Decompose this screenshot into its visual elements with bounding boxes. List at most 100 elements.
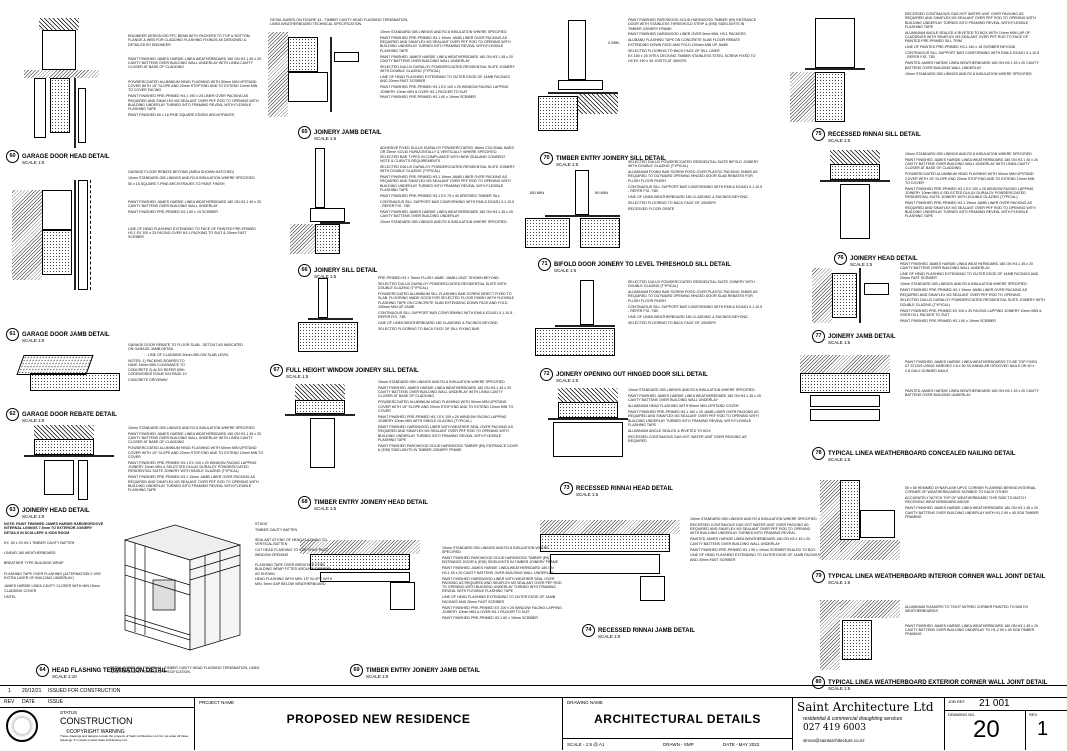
detail-number: 74 [582, 624, 595, 637]
company-logo-text: Saint Architecture Ltd [797, 700, 934, 714]
note: POWDERCOATED ALUMINIUM HEAD FLASHING WIT… [128, 446, 264, 459]
note: ACCURATELY NOTCH TOP OF WEATHERBOARD THI… [905, 496, 1026, 505]
detail-number: 77 [812, 330, 825, 343]
note: STUDS [255, 522, 268, 526]
detail-number: 65 [298, 126, 311, 139]
dimension-label: 50 MIN [595, 190, 608, 195]
detail-80-notes: ALUMINIUM SOAKERS TO TIGHT MITRED CORNER… [905, 605, 1040, 638]
detail-scale: SCALE 1:5 [828, 580, 851, 585]
note: LINE OF LINEA WEATHERBOARD 180 CLADDING … [628, 314, 748, 319]
note: CONTINUOUS SILL SUPPORT BAR CONFORMING W… [905, 51, 1040, 60]
detail-60-drawing [14, 18, 109, 148]
detail-74-drawing [540, 520, 690, 610]
note: 10mm STANDARD GIB LININGS AND R2.8 INSUL… [128, 426, 255, 430]
project-label: PROJECT NAME [199, 700, 235, 705]
detail-63-drawing [14, 425, 124, 505]
detail-scale: SCALE 1:5 [366, 674, 389, 679]
drawn-by: DRAWN - SMP [663, 742, 694, 747]
detail-number: 76 [834, 252, 847, 265]
note: RECESSED FLOOR GRATE [628, 206, 675, 211]
detail-scale: SCALE 1:5 [314, 506, 337, 511]
detail-title-text: HEAD FLASHING TERMINATION DETAIL [52, 668, 168, 675]
note: CONCRETE DRIVEWAY [128, 377, 168, 382]
note: ADHESIVE FIXED DULUX DURALOY POWDERCOATE… [380, 146, 514, 163]
note: PAINT FINISHED HARDWOOD LINER WITH WEATH… [442, 576, 562, 594]
detail-66-drawing [290, 148, 365, 258]
detail-title-text: JOINERY SILL DETAIL [314, 268, 378, 275]
note: 50 x 50 HEMMED DYNAFLASH UPVC CORNER FLA… [905, 486, 1037, 495]
detail-74-notes: 10mm STANDARD GIB LININGS AND R2.8 INSUL… [690, 517, 820, 564]
note: 10mm STANDARD GIB LININGS AND R2.8 INSUL… [690, 517, 817, 521]
detail-title-text: JOINERY OPENING OUT HINGED DOOR SILL DET… [556, 372, 708, 379]
note: NOTE: PAINT FINISHED JAMES HARDIE HARDIE… [4, 522, 104, 535]
note: PAINT FINISHED PRE-PRIMED H3.1 190 x 25 … [628, 409, 759, 427]
detail-number: 62 [6, 408, 19, 421]
detail-scale: SCALE 1:5 [828, 138, 851, 143]
note: LINE OF HEAD FLASHING EXTENDING TO OUTER… [690, 553, 820, 562]
detail-number: 71 [538, 258, 551, 271]
note: 50 x 18 SQUARE T-PINE ARCHITRAVES TO PAI… [128, 181, 225, 186]
note: LINE OF HEAD FLASHING EXTENDING TO FACE … [128, 226, 256, 240]
note: POWDERCOATED ALUMINIUM HEAD FLASHING WIT… [905, 172, 1035, 185]
note: PAINT FINISHED PRE-PRIMED H3.1 EX 100 x … [905, 186, 1034, 200]
revision-date: 20/12/21 [22, 688, 42, 694]
note: PAINT FINISHED PRE-PRIMED H3.1 190 x 25 … [128, 94, 259, 112]
detail-title-text: JOINERY HEAD DETAIL [850, 256, 918, 263]
detail-65-notes: 10mm STANDARD GIB LININGS AND R2.8 INSUL… [380, 30, 515, 101]
detail-scale: SCALE 1:5 [314, 136, 337, 141]
detail-79-notes: 50 x 50 HEMMED DYNAFLASH UPVC CORNER FLA… [905, 486, 1040, 521]
note: TIMBER CAVITY BATTEN [255, 527, 298, 532]
note: PAINT FINISHED PRE-PRIMED H3.1 60 x 19mm… [442, 615, 538, 620]
detail-scale: SCALE 1:5 [556, 162, 579, 167]
revision-row: 1 20/12/21 ISSUED FOR CONSTRUCTION [0, 685, 1067, 697]
drawing-name: ARCHITECTURAL DETAILS [594, 712, 761, 726]
company-phone: 027 419 6003 [803, 723, 866, 733]
company-seal [6, 710, 38, 742]
rev-label: REV [4, 699, 15, 705]
detail-76-drawing [820, 150, 900, 245]
drawing-number-label: DRAWING NO. [948, 712, 976, 717]
detail-scale: SCALE 1:5 [286, 374, 309, 379]
note: ALUMINIUM FIXING BAR SCREW FIXED OVER PL… [628, 170, 758, 183]
detail-61-notes: GARAGE FLOOR REBATE BEYOND (AREA SHOWN H… [128, 170, 263, 241]
drawing-label: DRAWING NAME [567, 700, 603, 705]
note: PAINT FINISHED PAROWOOD SOLID HARDWOOD T… [442, 556, 559, 565]
detail-number: 64 [36, 664, 49, 677]
note: PAINT FINISHED JAMES HARDIE LINEA WEATHE… [380, 209, 514, 219]
note: PAINT FINISHED JAMES HARDIE LINEA WEATHE… [128, 56, 262, 70]
detail-title-text: GARAGE DOOR JAMB DETAIL [22, 332, 110, 339]
note: CONTINUOUS SILL SUPPORT BAR CONFORMING W… [628, 304, 763, 313]
note: POWDERCOATED ALUMINIUM HEAD FLASHING WIT… [378, 400, 514, 413]
note: PAINT FINISHED HARDWOOD LINER WITH WEATH… [378, 425, 513, 442]
note: JAMES HARDIE LINEA CAVITY CLOSER WITH MI… [4, 584, 100, 593]
note: LINEAR 180 WEATHERBOARD [4, 551, 56, 556]
detail-62-drawing [16, 345, 130, 405]
revision-header: REV DATE ISSUE STATUS CONSTRUCTION ©COPY… [0, 698, 195, 750]
rev-number-label: REV [1029, 712, 1038, 717]
note: FLASHING TAPE OVER BREATHER TYPE BUILDIN… [255, 562, 331, 576]
note: PAINT FINISHED PRE-PRIMED H3.1 19mm JAMB… [905, 201, 1036, 219]
note: PAINT FINISHED JAMES HARDIE LINEA WEATHE… [628, 393, 762, 403]
copyright-text: These drawings and designs remain the pr… [60, 734, 189, 742]
detail-title-text: TIMBER ENTRY JOINERY JAMB DETAIL [366, 668, 480, 675]
job-ref: 21 001 [979, 698, 1010, 709]
note: EX. 50 x 20 H3.1 TIMBER CAVITY BATTEN [4, 540, 75, 545]
detail-72-notes: SELECTED DULUX POWDERCOATED RESIDENTIAL … [628, 280, 763, 327]
note: GARAGE DOOR REBATE TO FLOOR SLAB - SETOU… [128, 343, 244, 352]
note: RECESSED CONTINUOUS GAS HOT WATER UNIT O… [628, 434, 747, 443]
note: SEALANT AT END OF HEAD FLASHING TO VERTI… [255, 538, 327, 547]
note: HEAD FLASHING WITH MIN. 15° SLOPE WITH M… [255, 577, 333, 586]
status-label: STATUS [60, 710, 78, 715]
note: 10mm STANDARD GIB LININGS AND R2.8 INSUL… [380, 220, 507, 225]
date-label: DATE [22, 699, 35, 705]
note: LINE OF PAINTED PRE-PRIMED H3.1 140 x 18… [905, 45, 1016, 50]
detail-scale: SCALE 1:5 [556, 378, 579, 383]
